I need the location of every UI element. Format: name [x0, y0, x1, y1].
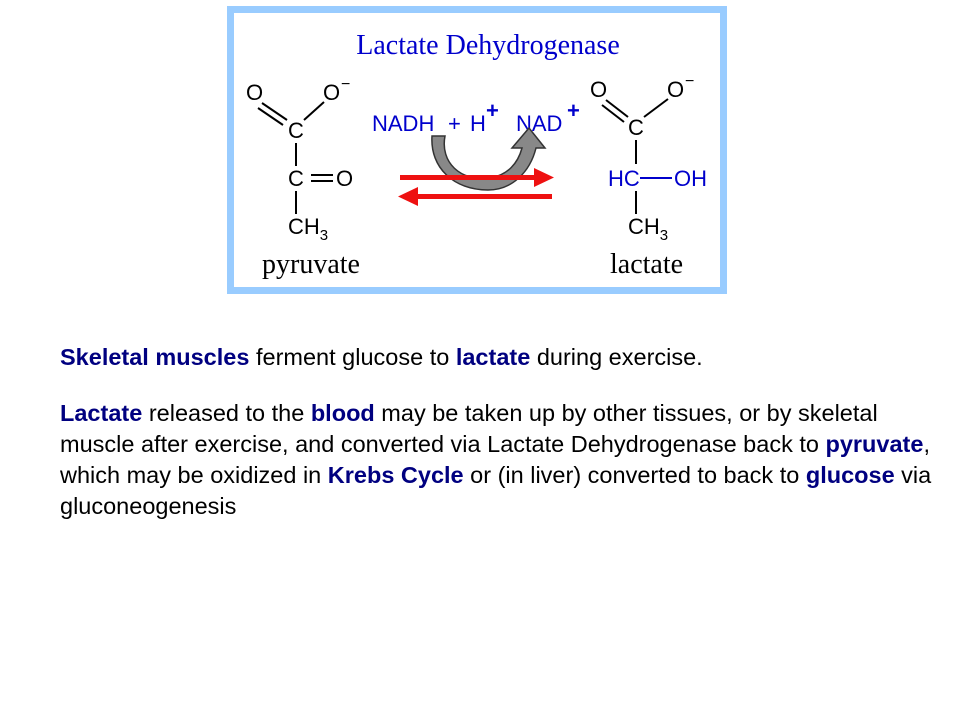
lactate-c-carboxyl: C — [628, 115, 644, 140]
pyruvate-o-left: O — [246, 80, 263, 105]
lactate-oh: OH — [674, 166, 707, 191]
pyruvate-label: pyruvate — [262, 249, 360, 280]
lactate-structure: O O − C HC OH CH3 — [590, 73, 707, 244]
lactate-label: lactate — [610, 249, 683, 280]
equilibrium-arrows-icon — [398, 168, 554, 206]
lactate-minus: − — [685, 73, 694, 90]
pyruvate-c-carboxyl: C — [288, 118, 304, 143]
term-blood: blood — [310, 400, 375, 426]
term-skeletal-muscles: Skeletal muscles — [60, 344, 250, 370]
term-lactate: lactate — [455, 344, 531, 370]
term-glucose: glucose — [805, 462, 895, 488]
lactate-bonds — [601, 98, 672, 214]
text-segment: , which may be oxidized in — [60, 431, 930, 488]
paragraph-lactate-fate: Lactate released to the blood may be tak… — [60, 398, 950, 522]
term-lactate: Lactate — [60, 400, 143, 426]
text-segment: may be taken up by other tissues, or by … — [60, 400, 878, 457]
plus-sign: + — [448, 111, 461, 136]
text-segment: during exercise. — [530, 344, 703, 370]
lactate-dehydrogenase-diagram: Lactate Dehydrogenase O O − C C O CH3 py… — [246, 30, 707, 280]
pyruvate-bonds — [257, 101, 333, 214]
nad-charge: + — [567, 98, 580, 123]
term-pyruvate: pyruvate — [825, 431, 924, 457]
diagram-frame — [227, 6, 727, 294]
text-segment: released to the — [142, 400, 311, 426]
lactate-o-minus: O — [667, 77, 684, 102]
cofactor-labels: NADH + H + NAD + — [372, 98, 580, 136]
paragraph-exercise: Skeletal muscles ferment glucose to lact… — [60, 342, 950, 373]
pyruvate-o-keto: O — [336, 166, 353, 191]
pyruvate-structure: O O − C C O CH3 — [246, 76, 353, 244]
lactate-ch3: CH3 — [628, 214, 668, 244]
h-label: H — [470, 111, 486, 136]
text-segment: or (in liver) converted to back to — [463, 462, 806, 488]
lactate-o-left: O — [590, 77, 607, 102]
pyruvate-minus: − — [341, 76, 350, 93]
nadh-label: NADH — [372, 111, 434, 136]
text-segment: ferment glucose to — [249, 344, 456, 370]
pyruvate-c-keto: C — [288, 166, 304, 191]
pyruvate-o-minus: O — [323, 80, 340, 105]
term-krebs-cycle: Krebs Cycle — [327, 462, 464, 488]
nad-label: NAD — [516, 111, 562, 136]
diagram-title: Lactate Dehydrogenase — [356, 30, 620, 61]
text-segment: via gluconeogenesis — [60, 462, 932, 519]
curved-arrow-icon — [431, 126, 547, 191]
h-charge: + — [486, 98, 499, 123]
lactate-hc: HC — [608, 166, 640, 191]
pyruvate-ch3: CH3 — [288, 214, 328, 244]
